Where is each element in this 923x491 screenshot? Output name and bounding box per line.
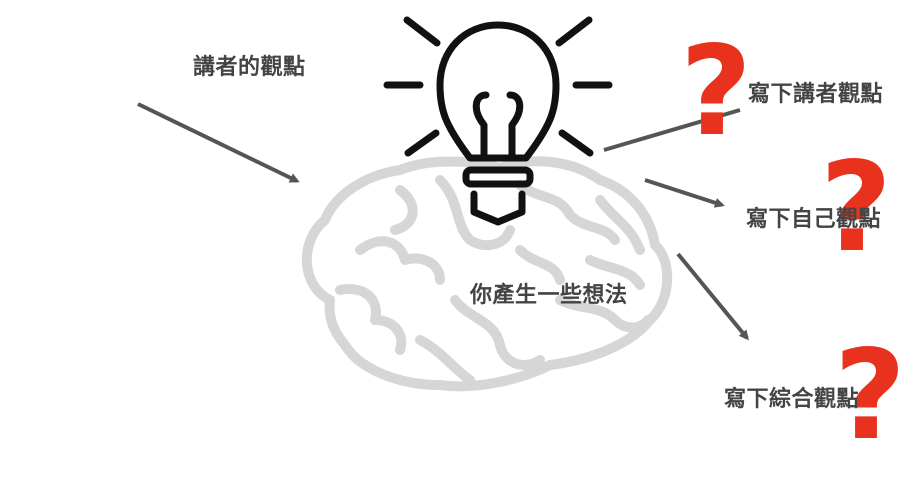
speaker-view-label: 講者的觀點 [193, 55, 306, 80]
brain-icon [301, 156, 673, 392]
question-mark-icon: ? [680, 20, 752, 164]
light-bulb-icon [383, 16, 613, 226]
write-speaker-view-label: 寫下講者觀點 [748, 82, 884, 107]
arrows [137, 102, 749, 341]
write-combined-view-label: 寫下綜合觀點 [724, 387, 860, 412]
generate-ideas-label: 你產生一些想法 [470, 283, 628, 308]
question-mark-icon: ? [834, 324, 906, 468]
write-own-view-label: 寫下自己觀點 [746, 207, 882, 232]
arrow-speaker-to-brain [137, 102, 300, 183]
arrow-to-write-self [644, 178, 725, 208]
arrow-to-write-combined [676, 252, 749, 341]
question-mark-icon: ? [820, 136, 892, 280]
arrow-to-write-speaker [603, 108, 741, 152]
